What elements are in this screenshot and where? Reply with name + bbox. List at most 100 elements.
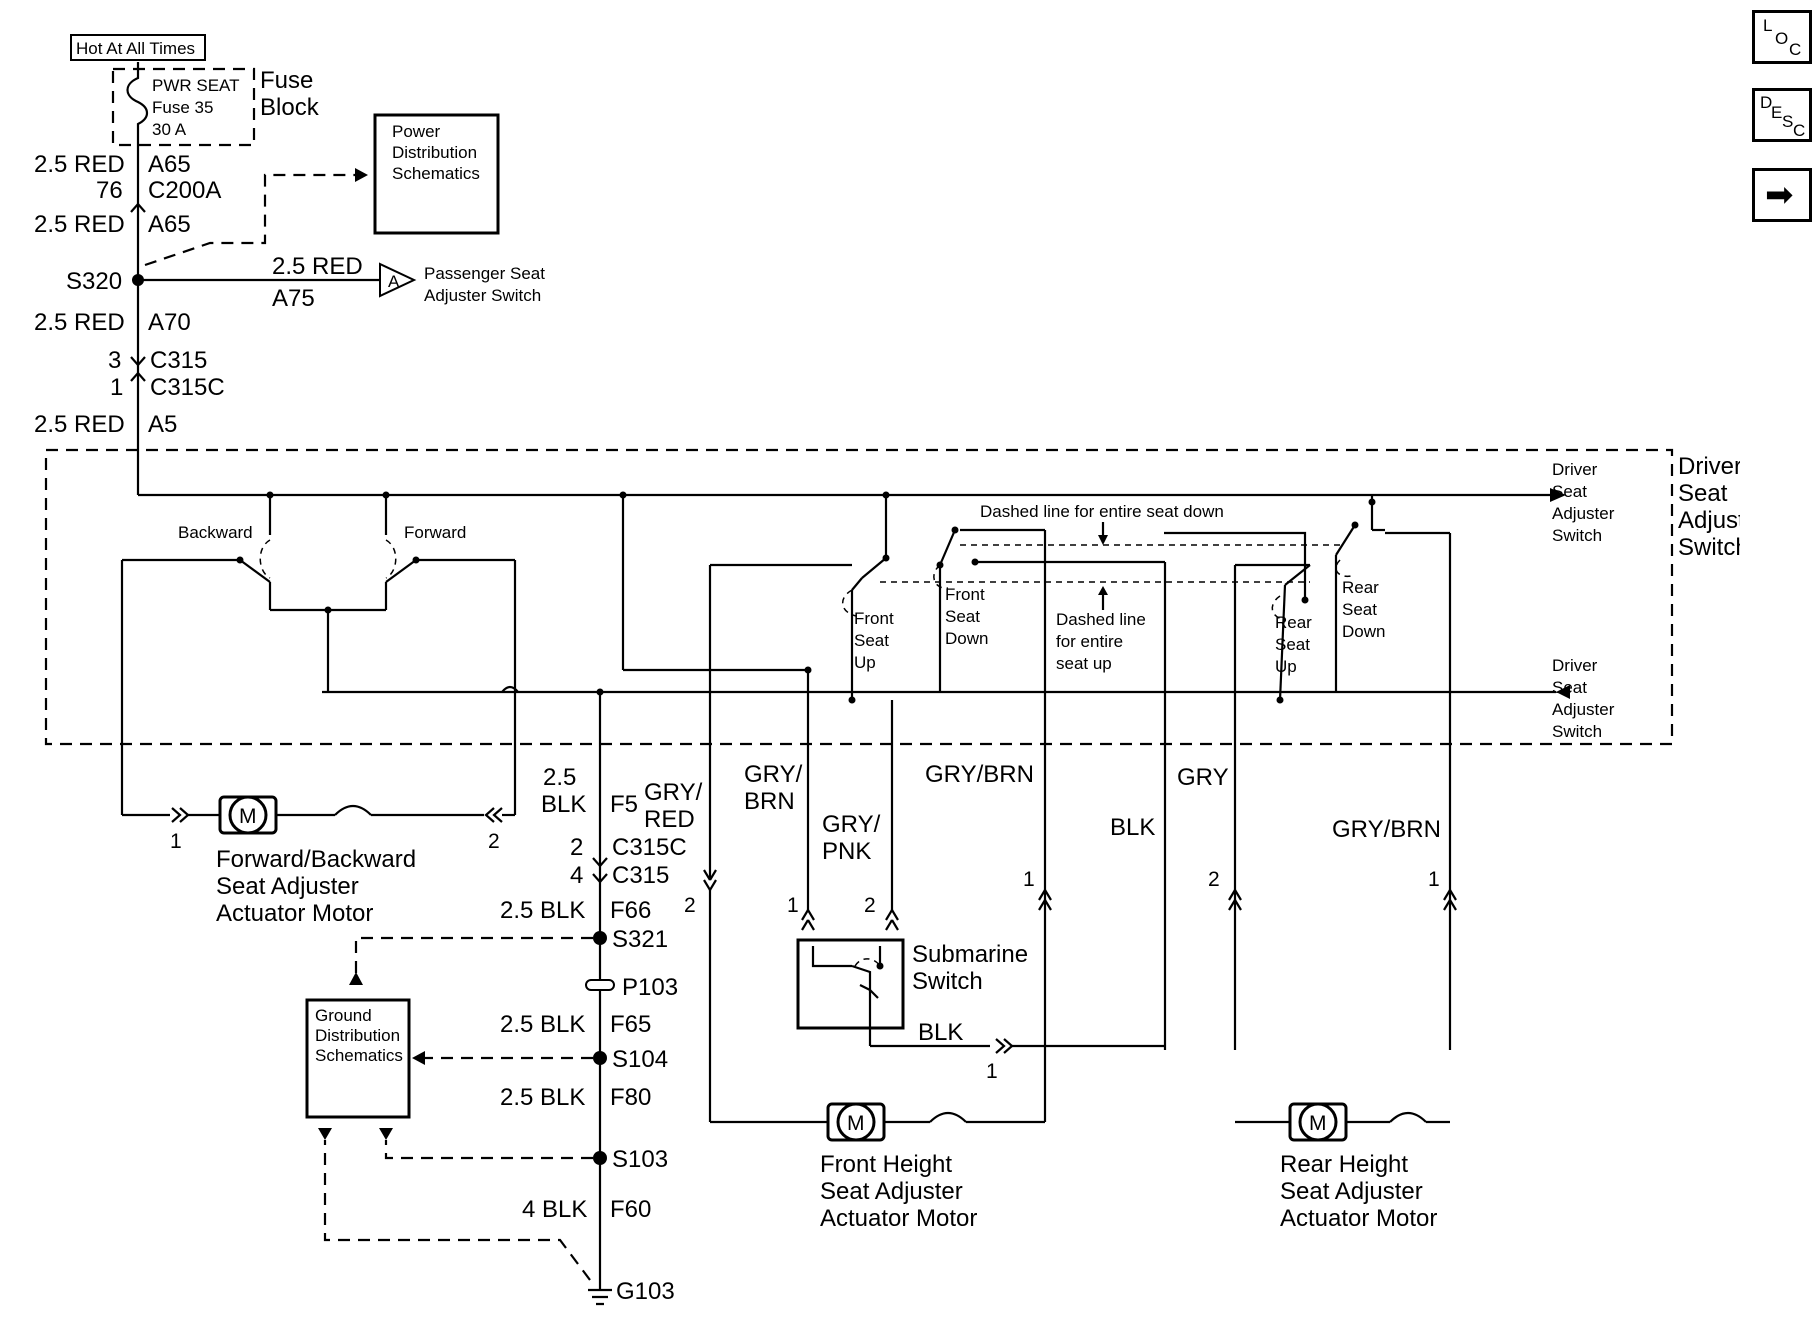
rh-motor-label-3: Actuator Motor: [1280, 1205, 1437, 1232]
rsd-label-1: Rear: [1342, 578, 1379, 597]
ground-s104: S104: [612, 1046, 668, 1073]
passenger-switch-label-2: Adjuster Switch: [424, 286, 541, 305]
dashed-down-label: Dashed line for entire seat down: [980, 502, 1224, 521]
fuse-number: Fuse 35: [152, 98, 213, 117]
arrow-right-icon: ➡: [1765, 175, 1794, 215]
sub-blk-wire: BLK: [918, 1019, 963, 1046]
ground-distribution-box: [305, 998, 411, 1119]
ground-circuit-2: F66: [610, 897, 651, 924]
desc-letter-c: C: [1793, 121, 1806, 140]
ground-circuit-4: F80: [610, 1084, 651, 1111]
fb-pin-2: 2: [488, 830, 500, 853]
passenger-switch-label-1: Passenger Seat: [424, 264, 545, 283]
desc-button[interactable]: D E S C: [1752, 88, 1812, 142]
rear-motor-symbol: M: [1309, 1112, 1327, 1135]
power-feed-section: Hot At All Times PWR SEAT Fuse 35 30 A F…: [34, 34, 545, 495]
fsd-label-2: Seat: [945, 607, 980, 626]
fh-motor-label-3: Actuator Motor: [820, 1205, 977, 1232]
rh-motor-label-1: Rear Height: [1280, 1151, 1408, 1178]
switch-title-2: Seat: [1678, 480, 1728, 507]
dashed-up-label-3: seat up: [1056, 654, 1112, 673]
front-height-motor-icon: [836, 1102, 876, 1142]
fuse-rating: 30 A: [152, 120, 187, 139]
feed-pin-3: 3: [108, 347, 121, 374]
wire-gry-red-b: RED: [644, 806, 695, 833]
pin-rear-right: 1: [1428, 868, 1440, 891]
switch-title-1: Driver: [1678, 453, 1740, 480]
ref-upper-4: Switch: [1552, 526, 1602, 545]
fsu-label-3: Up: [854, 653, 876, 672]
wire-gry-brn-1a: GRY/: [744, 761, 803, 788]
ref-lower-3: Adjuster: [1552, 700, 1615, 719]
rear-height-motor-icon: [1298, 1102, 1338, 1142]
sub-switch-label-1: Submarine: [912, 941, 1028, 968]
front-motor-symbol: M: [847, 1112, 865, 1135]
ground-s103: S103: [612, 1146, 668, 1173]
ground-pin-2: 2: [570, 834, 583, 861]
feed-pin-1: 1: [110, 374, 123, 401]
hot-at-all-times-label: Hot At All Times: [76, 39, 195, 58]
ref-lower-2: Seat: [1552, 678, 1587, 697]
bus-lower-arrow-icon: [1556, 685, 1570, 699]
fuse-block-outline: [111, 67, 256, 147]
ref-upper-3: Adjuster: [1552, 504, 1615, 523]
driver-seat-switch-section: Driver Seat Adjuster Switch Driver Seat …: [44, 448, 1740, 1050]
switch-title-3: Adjuster: [1678, 507, 1740, 534]
feed-wire-5: 2.5 RED: [34, 411, 125, 438]
connector-c315-icon: [130, 356, 146, 382]
sub-blk-pin: 1: [986, 1060, 998, 1083]
wire-gry-brn-2: GRY/BRN: [925, 761, 1034, 788]
splice-s321: [593, 931, 607, 945]
fh-motor-label-1: Front Height: [820, 1151, 952, 1178]
feed-wire-2: 2.5 RED: [34, 211, 125, 238]
power-seat-wiring-diagram: Hot At All Times PWR SEAT Fuse 35 30 A F…: [34, 34, 1740, 1306]
wire-gry-brn-1b: BRN: [744, 788, 795, 815]
pin-sub-right: 2: [864, 894, 876, 917]
rsu-label-3: Up: [1275, 657, 1297, 676]
passenger-seat-arrow-icon: [379, 262, 417, 298]
feed-pin-76: 76: [96, 177, 123, 204]
ground-wire-4: 2.5 BLK: [500, 1084, 585, 1111]
ref-upper-1: Driver: [1552, 460, 1598, 479]
feed-wire-1: 2.5 RED: [34, 151, 125, 178]
ref-upper-2: Seat: [1552, 482, 1587, 501]
feed-circuit-2: A65: [148, 211, 191, 238]
fsd-label-1: Front: [945, 585, 985, 604]
wire-blk: BLK: [1110, 814, 1155, 841]
wire-gry-brn-3: GRY/BRN: [1332, 816, 1441, 843]
ground-section: 2.5 BLK F5 2 C315C 4 C315 2.5 BLK F66 S3…: [305, 688, 687, 1306]
fuse-name: PWR SEAT: [152, 76, 240, 95]
fb-motor-label-1: Forward/Backward: [216, 846, 416, 873]
pds-label-2: Distribution: [392, 143, 477, 162]
ground-wire-2: 2.5 BLK: [500, 897, 585, 924]
fwd-back-motor-icon: [228, 795, 268, 835]
fwd-back-motor-symbol: M: [239, 805, 257, 828]
pin-front-right: 1: [1023, 868, 1035, 891]
rsd-label-3: Down: [1342, 622, 1385, 641]
feed-circuit-5: A5: [148, 411, 177, 438]
fb-motor-label-2: Seat Adjuster: [216, 873, 359, 900]
fuse-block-label-1: Fuse: [260, 67, 313, 94]
feed-circuit-1: A65: [148, 151, 191, 178]
ground-c315: C315: [612, 862, 669, 889]
dashed-up-label-1: Dashed line: [1056, 610, 1146, 629]
ref-lower-4: Switch: [1552, 722, 1602, 741]
desc-letter-d: D: [1760, 93, 1773, 112]
fuse-block-label-2: Block: [260, 94, 320, 121]
rsd-label-2: Seat: [1342, 600, 1377, 619]
pds-arrow-icon: [355, 168, 368, 182]
wire-gry-pnk-a: GRY/: [822, 811, 881, 838]
hot-at-all-times-box: [70, 34, 206, 61]
next-page-button[interactable]: ➡: [1752, 168, 1812, 222]
ground-wire-3: 2.5 BLK: [500, 1011, 585, 1038]
ground-g103: G103: [616, 1278, 675, 1305]
pin-sub-left: 1: [787, 894, 799, 917]
loc-button[interactable]: L O C: [1752, 10, 1812, 64]
fb-motor-label-3: Actuator Motor: [216, 900, 373, 927]
ground-c315c: C315C: [612, 834, 687, 861]
feed-c315: C315: [150, 347, 207, 374]
ref-lower-1: Driver: [1552, 656, 1598, 675]
gds-label-2: Distribution: [315, 1026, 400, 1045]
ground-wire-5: 4 BLK: [522, 1196, 587, 1223]
gds-label-3: Schematics: [315, 1046, 403, 1065]
